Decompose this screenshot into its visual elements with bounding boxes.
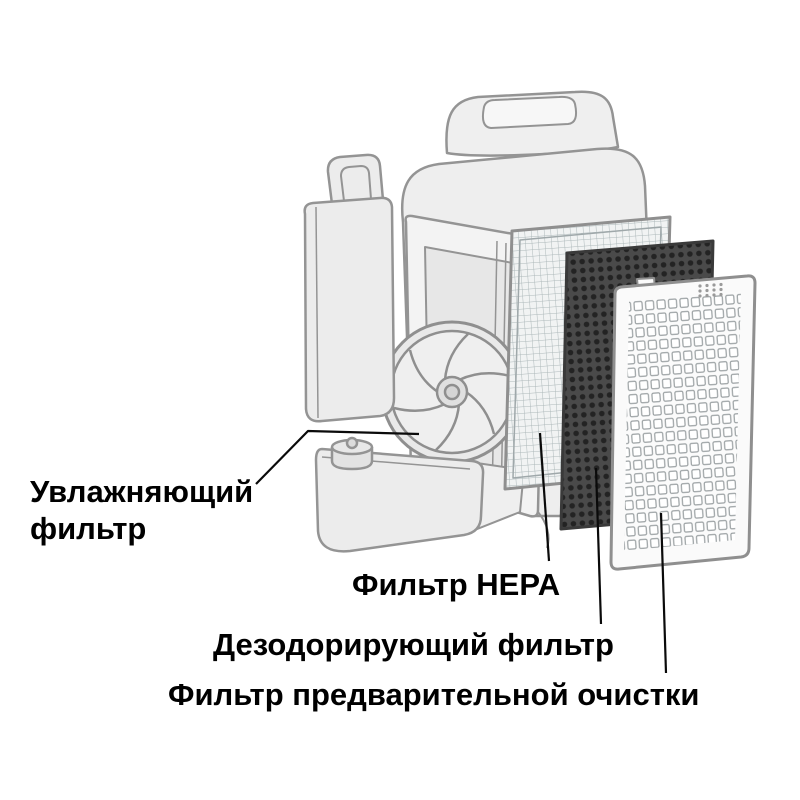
vent-dots-icon — [698, 282, 723, 298]
humidifier-tray — [314, 436, 525, 553]
float-cylinder — [330, 436, 374, 471]
wheel-spoke — [435, 403, 461, 451]
wheel-spoke — [393, 402, 446, 412]
float-knob — [345, 436, 359, 450]
wheel-spoke — [458, 372, 511, 382]
label-pre-filter: Фильтр предварительной очистки — [168, 677, 700, 712]
wheel-hub-center — [443, 383, 461, 401]
tray-body — [314, 447, 485, 553]
leader-lines — [255, 429, 668, 674]
leader-humidifying-filter — [255, 429, 420, 485]
prefilter-holes-area — [624, 291, 741, 551]
handle-cutout-icon — [481, 95, 578, 129]
label-hepa-filter: Фильтр HEPA — [352, 567, 561, 602]
wheel-spoke — [465, 390, 496, 435]
water-tank — [303, 153, 396, 423]
leader-pre-filter — [659, 512, 668, 674]
label-humidifying-filter: Увлажняющий фильтр — [30, 473, 253, 547]
label-humidifying-filter-line2: фильтр — [30, 511, 147, 546]
tank-handle-inner — [340, 165, 372, 202]
wheel-spoke — [408, 349, 439, 394]
leader-deodorizing-filter — [594, 467, 603, 625]
leader-hepa-filter — [538, 432, 551, 562]
label-humidifying-filter-line1: Увлажняющий — [30, 474, 254, 509]
tank-handle — [326, 153, 385, 205]
tank-body — [303, 196, 396, 423]
humidifying-filter-wheel — [380, 320, 524, 464]
wheel-spoke — [443, 333, 469, 381]
pre-filter — [609, 274, 757, 571]
label-deodorizing-filter: Дезодорирующий фильтр — [213, 627, 614, 662]
tank-edge-line — [315, 206, 319, 419]
